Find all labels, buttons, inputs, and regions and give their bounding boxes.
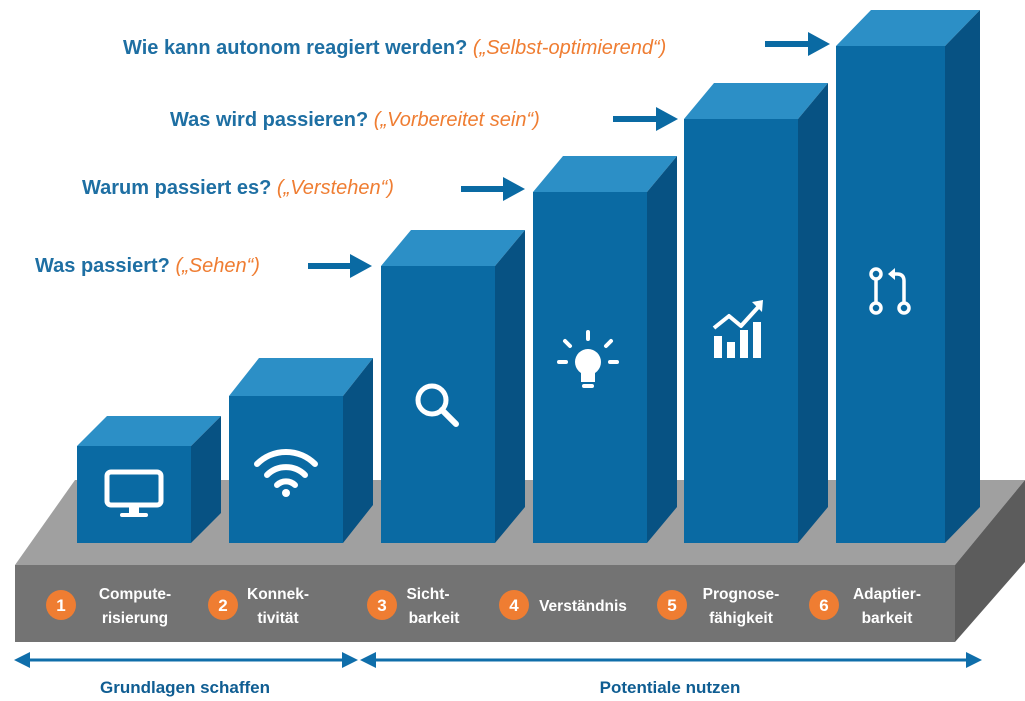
bar-2-top	[229, 358, 373, 396]
svg-text:Was wird passieren? („Vorberei: Was wird passieren? („Vorbereitet sein“)	[170, 109, 540, 131]
question-3: Warum passiert es? („Verstehen“)	[82, 177, 525, 201]
bar-1-top	[77, 416, 221, 446]
bar-4-top	[533, 156, 677, 192]
step-number: 2	[218, 596, 227, 615]
bar-6	[836, 10, 980, 543]
step-badge	[657, 590, 687, 620]
chart-growth-icon	[712, 300, 763, 358]
step-number: 1	[56, 596, 65, 615]
question-4-sub: („Sehen“)	[175, 255, 259, 277]
question-3-sub: („Verstehen“)	[277, 177, 394, 199]
step-label-line2: risierung	[102, 610, 168, 627]
step-2: 2 Konnek- tivität	[208, 586, 309, 627]
bar-3	[381, 230, 525, 543]
step-badge	[809, 590, 839, 620]
step-label-line1: Sicht-	[406, 586, 449, 603]
monitor-icon	[104, 469, 164, 517]
step-label-line1: Konnek-	[247, 586, 309, 603]
question-4-main: Was passiert?	[35, 255, 170, 277]
step-3: 3 Sicht- barkeit	[367, 586, 459, 627]
wifi-icon	[254, 449, 318, 497]
search-icon	[415, 383, 459, 427]
bar-3-side	[495, 230, 525, 543]
range-left-arrow	[14, 652, 358, 668]
step-badge	[367, 590, 397, 620]
svg-text:Was passiert? („Sehen“): Was passiert? („Sehen“)	[35, 255, 260, 277]
bar-2	[229, 358, 373, 543]
step-label-line1: Verständnis	[539, 598, 627, 615]
step-6: 6 Adaptier- barkeit	[809, 586, 921, 627]
question-2-main: Was wird passieren?	[170, 109, 368, 131]
step-1: 1 Compute- risierung	[46, 586, 171, 627]
step-5: 5 Prognose- fähigkeit	[657, 586, 779, 627]
adapt-arrows-icon	[869, 267, 911, 315]
bar-4	[533, 156, 677, 543]
bar-1	[77, 416, 221, 543]
arrow-right-icon	[613, 107, 678, 131]
step-4: 4 Verständnis	[499, 590, 627, 620]
step-number: 5	[667, 596, 676, 615]
step-label-line2: fähigkeit	[709, 610, 773, 627]
step-number: 6	[819, 596, 828, 615]
bar-4-side	[647, 156, 677, 543]
range-left-label: Grundlagen schaffen	[100, 678, 270, 697]
range-right-label: Potentiale nutzen	[600, 678, 741, 697]
question-1: Wie kann autonom reagiert werden? („Selb…	[123, 32, 830, 59]
step-label-line1: Compute-	[99, 586, 171, 603]
bar-3-front	[381, 266, 495, 543]
bar-5-top	[684, 83, 828, 119]
range-right-arrow	[360, 652, 982, 668]
question-1-sub: („Selbst-optimierend“)	[473, 37, 666, 59]
step-label-line2: barkeit	[862, 610, 913, 627]
bar-1-front	[77, 446, 191, 543]
step-number: 3	[377, 596, 386, 615]
step-badge	[208, 590, 238, 620]
question-1-main: Wie kann autonom reagiert werden?	[123, 37, 467, 59]
svg-text:Wie kann autonom reagiert werd: Wie kann autonom reagiert werden? („Selb…	[123, 37, 666, 59]
lightbulb-icon	[557, 330, 619, 388]
bar-1-side	[191, 416, 221, 543]
bar-2-side	[343, 358, 373, 543]
question-2-sub: („Vorbereitet sein“)	[374, 109, 540, 131]
step-label-line1: Prognose-	[703, 586, 780, 603]
step-number: 4	[509, 596, 519, 615]
bar-5-side	[798, 83, 828, 543]
bar-5	[684, 83, 828, 543]
bar-6-top	[836, 10, 980, 46]
platform-side	[955, 480, 1025, 642]
arrow-right-icon	[765, 32, 830, 56]
arrow-right-icon	[308, 254, 372, 278]
platform-front	[15, 565, 955, 642]
step-label-line2: barkeit	[409, 610, 460, 627]
bar-6-front	[836, 46, 945, 543]
question-4: Was passiert? („Sehen“)	[35, 254, 372, 278]
svg-text:Warum passiert es? („Verstehen: Warum passiert es? („Verstehen“)	[82, 177, 394, 199]
question-2: Was wird passieren? („Vorbereitet sein“)	[170, 107, 678, 131]
question-3-main: Warum passiert es?	[82, 177, 271, 199]
bar-6-side	[945, 10, 980, 543]
step-badge	[499, 590, 529, 620]
step-badge	[46, 590, 76, 620]
step-label-line2: tivität	[257, 610, 298, 627]
bar-3-top	[381, 230, 525, 266]
step-label-line1: Adaptier-	[853, 586, 921, 603]
arrow-right-icon	[461, 177, 525, 201]
